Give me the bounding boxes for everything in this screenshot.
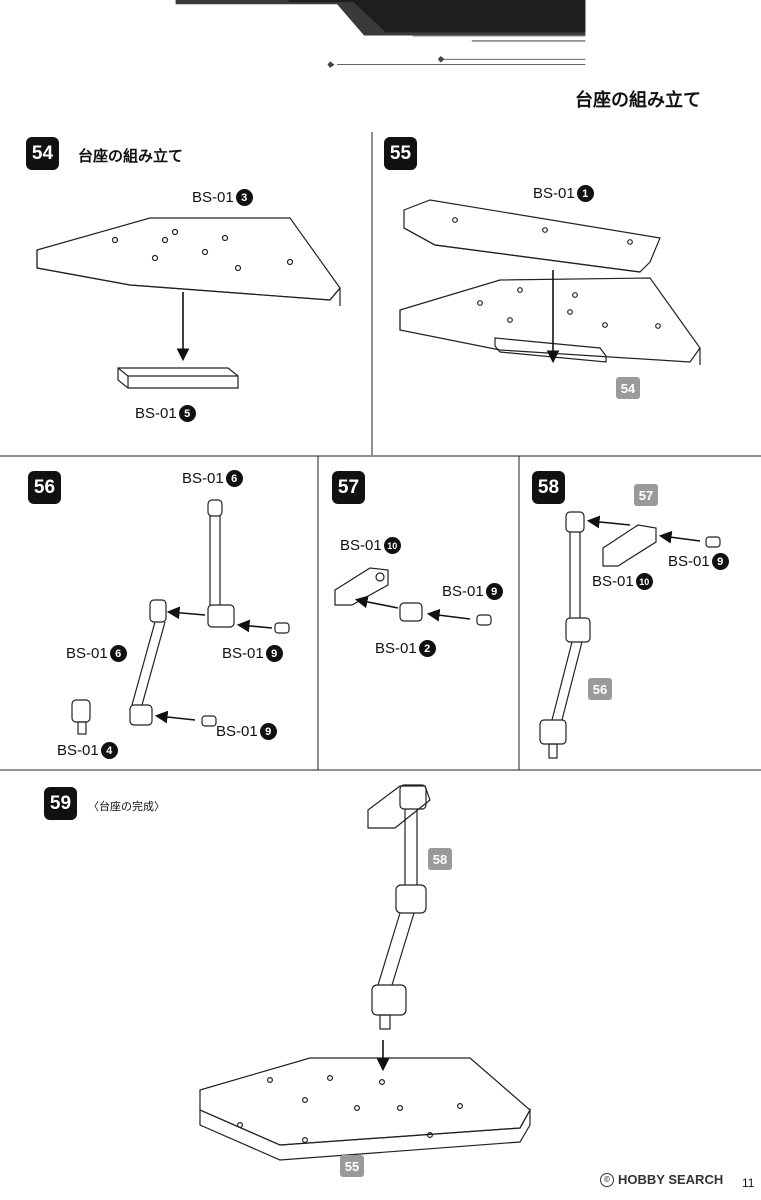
part-number-icon: 1 <box>576 185 594 202</box>
part-number-icon: 6 <box>225 470 243 487</box>
base-plate-54 <box>36 217 341 306</box>
step-ref-badge: 58 <box>428 848 452 870</box>
page-header-title: Steps <box>652 12 729 42</box>
copyright-icon: © <box>600 1172 614 1187</box>
section-title: 台座の組み立て <box>575 90 701 110</box>
assembled-stand-59 <box>199 784 531 1161</box>
step-55-badge: 55 <box>384 137 417 170</box>
steps-bullet-icon <box>636 24 646 34</box>
step-58-badge: 58 <box>532 471 565 504</box>
step-56-badge: 56 <box>28 471 61 504</box>
step-57-badge: 57 <box>332 471 365 504</box>
base-plate-55 <box>399 277 701 365</box>
part-number-icon: 6 <box>109 645 127 662</box>
step-54-badge: 54 <box>26 137 59 170</box>
part-number-icon: 9 <box>711 553 729 570</box>
part-number-icon: 9 <box>485 583 503 600</box>
part-number-icon: 10 <box>383 537 401 554</box>
step-59-badge: 59 <box>44 787 77 820</box>
step-ref-badge: 57 <box>634 484 658 506</box>
part-number-icon: 4 <box>100 742 118 759</box>
arm-56 <box>71 499 290 735</box>
top-cover-55 <box>403 199 661 273</box>
header-band <box>175 0 586 68</box>
step-59-title: 〈台座の完成〉 <box>88 801 165 813</box>
part-number-icon: 5 <box>178 405 196 422</box>
watermark: © HOBBY SEARCH <box>600 1172 723 1187</box>
part-number-icon: 2 <box>418 640 436 657</box>
part-number-icon: 3 <box>235 189 253 206</box>
joint-parts-57 <box>334 567 492 626</box>
step-54-title: 台座の組み立て <box>78 148 184 165</box>
arm-58 <box>539 511 721 759</box>
part-number-icon: 10 <box>635 573 653 590</box>
step-ref-badge: 54 <box>616 377 640 399</box>
step-ref-badge: 56 <box>588 678 612 700</box>
page-number: 11 <box>742 1176 755 1190</box>
step-ref-badge: 55 <box>340 1155 364 1177</box>
part-number-icon: 9 <box>259 723 277 740</box>
small-bar-54 <box>117 367 239 389</box>
part-number-icon: 9 <box>265 645 283 662</box>
